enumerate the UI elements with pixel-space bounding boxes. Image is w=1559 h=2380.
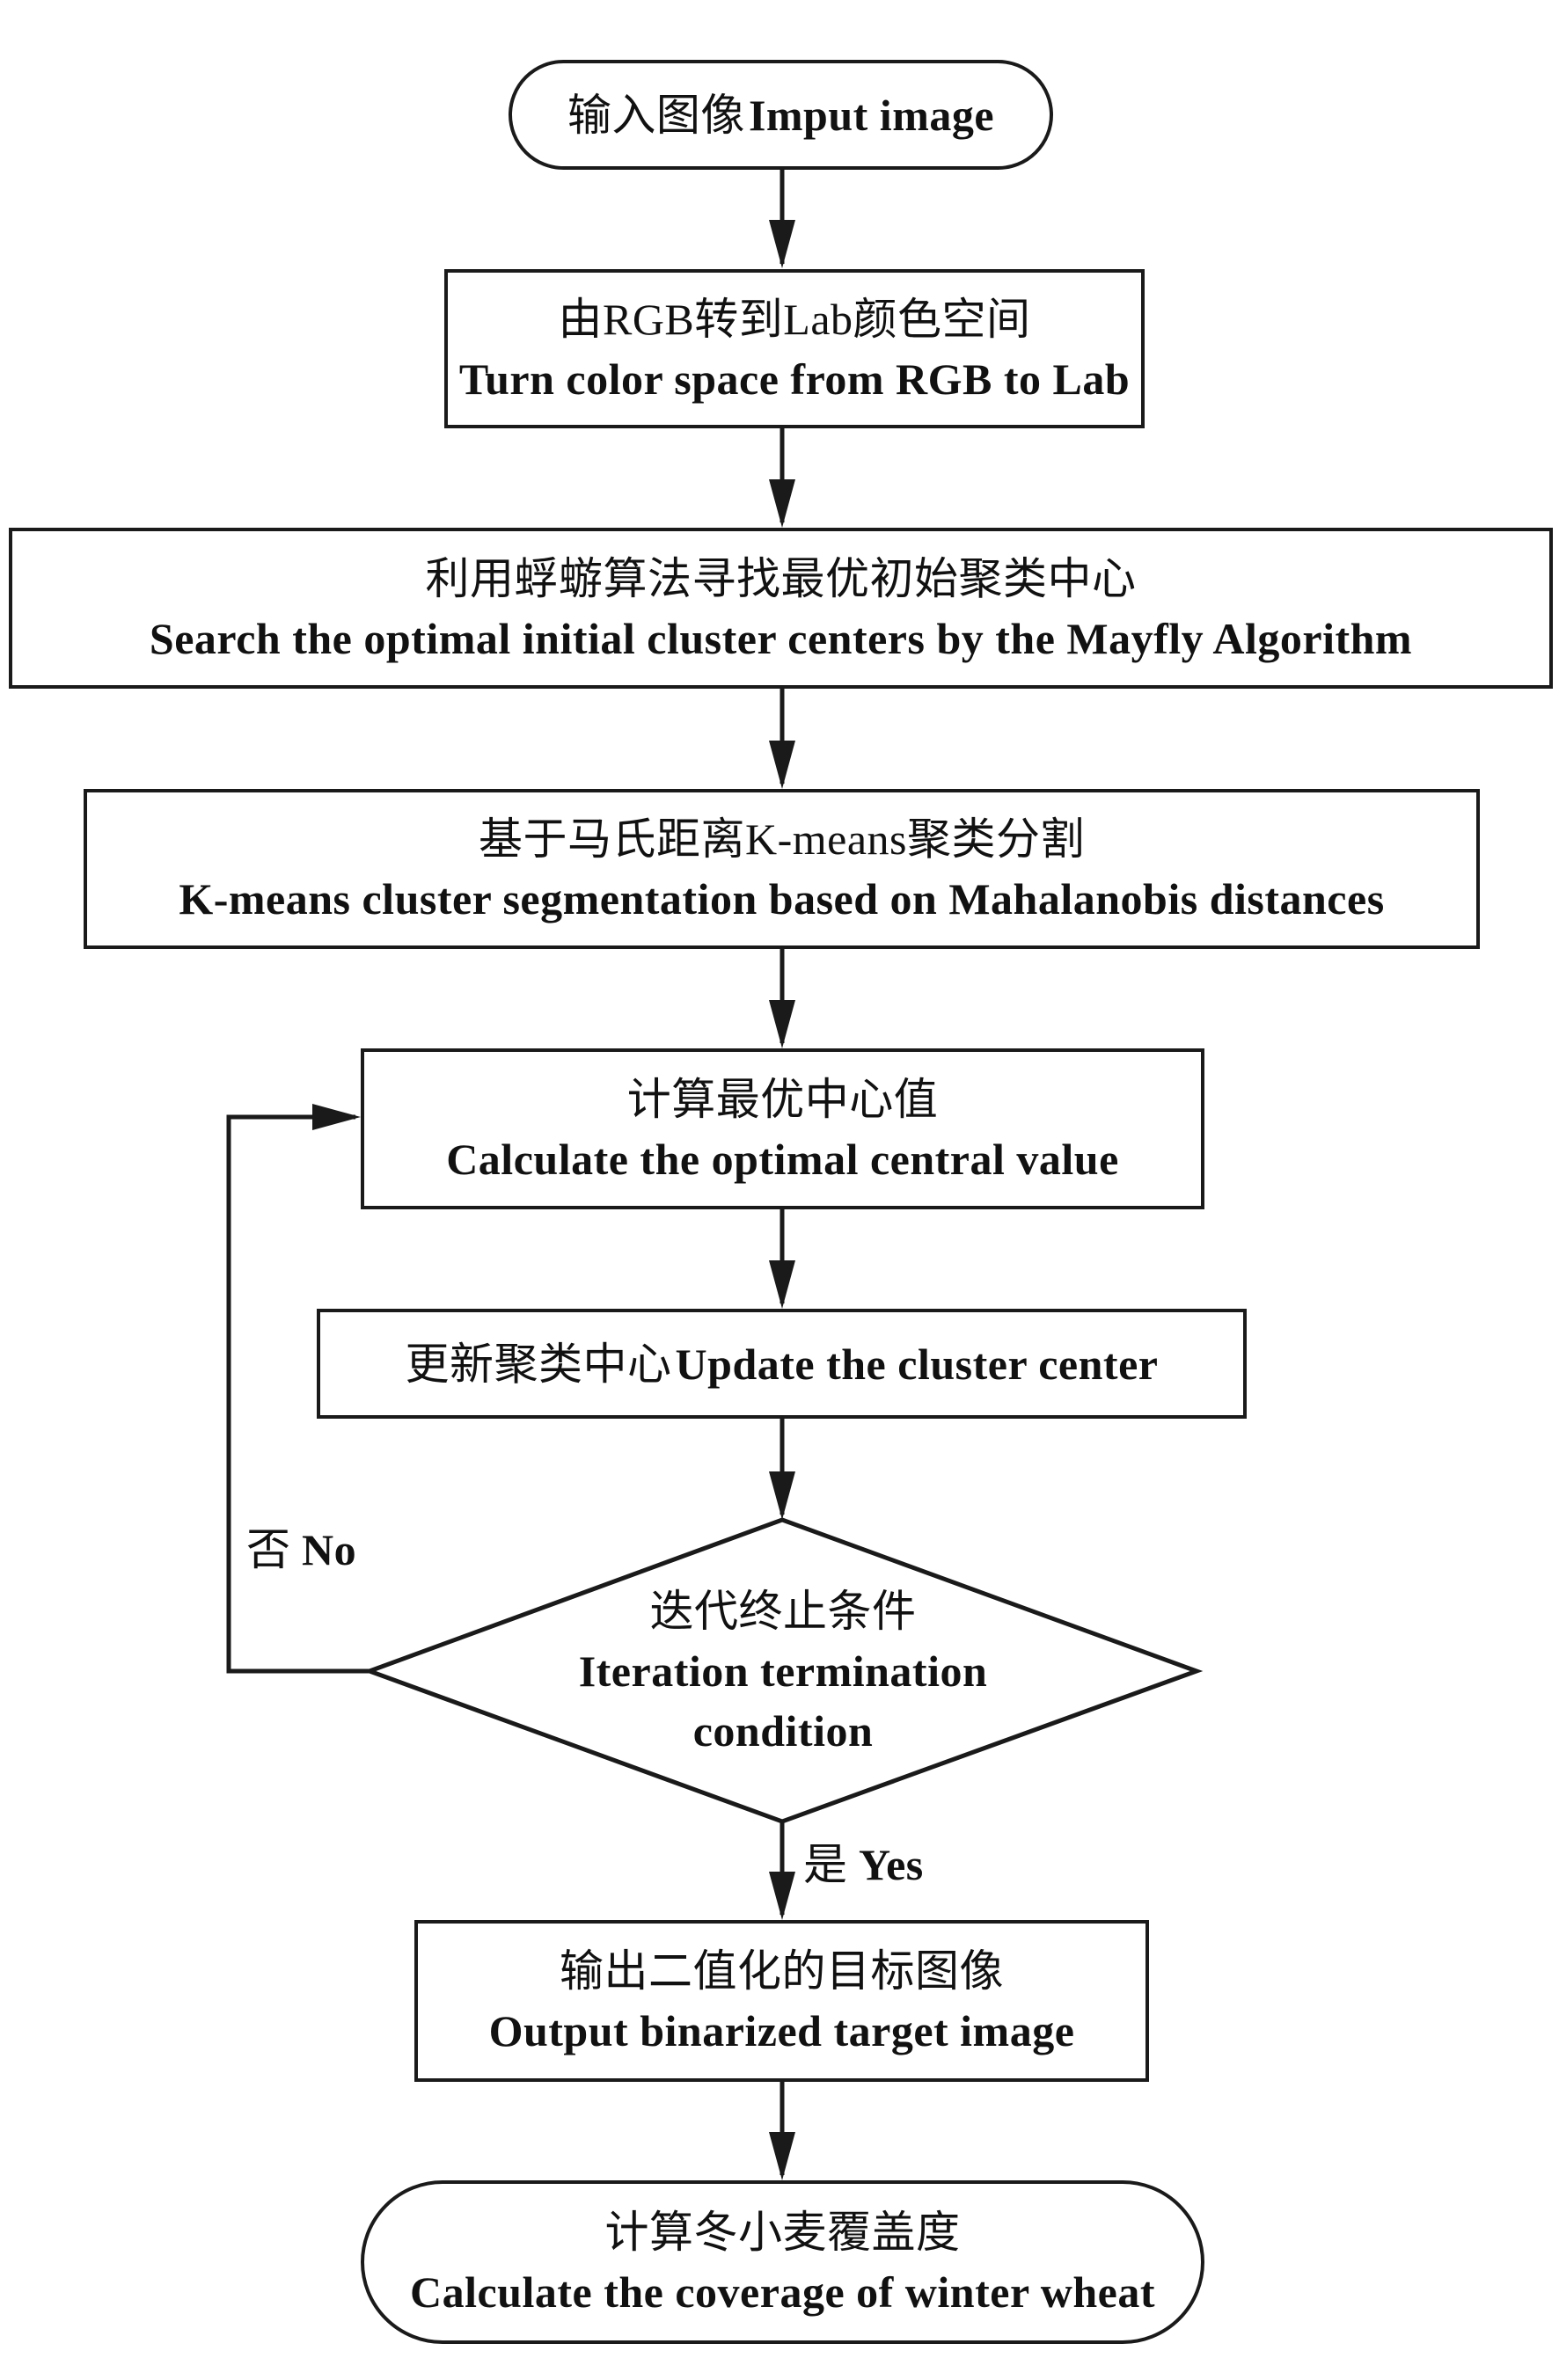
- arrowhead: [769, 1000, 795, 1048]
- convert-label-en: Turn color space from RGB to Lab: [458, 354, 1131, 404]
- output-label-en: Output binarized target image: [488, 2006, 1075, 2055]
- kmeans-label-zh: 基于马氏距离K-means聚类分割: [479, 814, 1085, 864]
- convert-label-zh: 由RGB转到Lab颜色空间: [558, 294, 1031, 344]
- decision-label-en-line2: condition: [692, 1705, 874, 1756]
- no-label-en: No: [302, 1525, 357, 1574]
- mayfly-label-en: Search the optimal initial cluster cente…: [149, 613, 1413, 663]
- kmeans-label-en: K-means cluster segmentation based on Ma…: [179, 874, 1385, 924]
- arrowhead: [769, 1872, 795, 1920]
- yes-label-en: Yes: [859, 1840, 924, 1889]
- compute-center-label-en: Calculate the optimal central value: [446, 1134, 1119, 1184]
- arrowheads: [312, 220, 795, 2180]
- decision-text: 迭代终止条件 Iteration termination condition: [370, 1520, 1197, 1822]
- arrowhead: [769, 2132, 795, 2180]
- start-terminal: 输入图像 Imput image: [509, 60, 1053, 170]
- arrowhead: [769, 1471, 795, 1520]
- decision-label-zh: 迭代终止条件: [649, 1586, 917, 1636]
- start-label-zh: 输入图像: [567, 90, 745, 140]
- arrowhead: [312, 1104, 361, 1130]
- arrowhead: [769, 741, 795, 789]
- mayfly-search-step: 利用蜉蝣算法寻找最优初始聚类中心 Search the optimal init…: [9, 528, 1553, 689]
- yes-branch-label: 是 Yes: [803, 1835, 924, 1895]
- end-label-zh: 计算冬小麦覆盖度: [604, 2208, 961, 2257]
- arrowhead: [769, 220, 795, 268]
- output-binary-step: 输出二值化的目标图像 Output binarized target image: [414, 1920, 1149, 2082]
- end-terminal: 计算冬小麦覆盖度 Calculate the coverage of winte…: [361, 2180, 1204, 2344]
- start-label-en: Imput image: [748, 90, 995, 140]
- arrow-loop-no: [226, 1114, 370, 1674]
- update-center-step: 更新聚类中心 Update the cluster center: [317, 1309, 1247, 1419]
- update-center-label-en: Update the cluster center: [675, 1339, 1159, 1389]
- mayfly-label-zh: 利用蜉蝣算法寻找最优初始聚类中心: [425, 553, 1137, 603]
- update-center-label-zh: 更新聚类中心: [405, 1339, 672, 1389]
- compute-center-label-zh: 计算最优中心值: [626, 1074, 939, 1124]
- output-label-zh: 输出二值化的目标图像: [560, 1946, 1004, 1996]
- arrowhead: [769, 1260, 795, 1309]
- arrowhead: [769, 479, 795, 528]
- compute-center-step: 计算最优中心值 Calculate the optimal central va…: [361, 1048, 1204, 1209]
- decision-label-en-line1: Iteration termination: [578, 1646, 988, 1696]
- end-label-en: Calculate the coverage of winter wheat: [409, 2267, 1155, 2317]
- yes-label-zh: 是: [803, 1840, 848, 1889]
- no-branch-label: 否 No: [246, 1520, 356, 1580]
- kmeans-segmentation-step: 基于马氏距离K-means聚类分割 K-means cluster segmen…: [84, 789, 1480, 949]
- convert-colorspace-step: 由RGB转到Lab颜色空间 Turn color space from RGB …: [444, 269, 1145, 428]
- decision-diamond: [362, 1517, 1204, 1824]
- no-label-zh: 否: [246, 1525, 291, 1574]
